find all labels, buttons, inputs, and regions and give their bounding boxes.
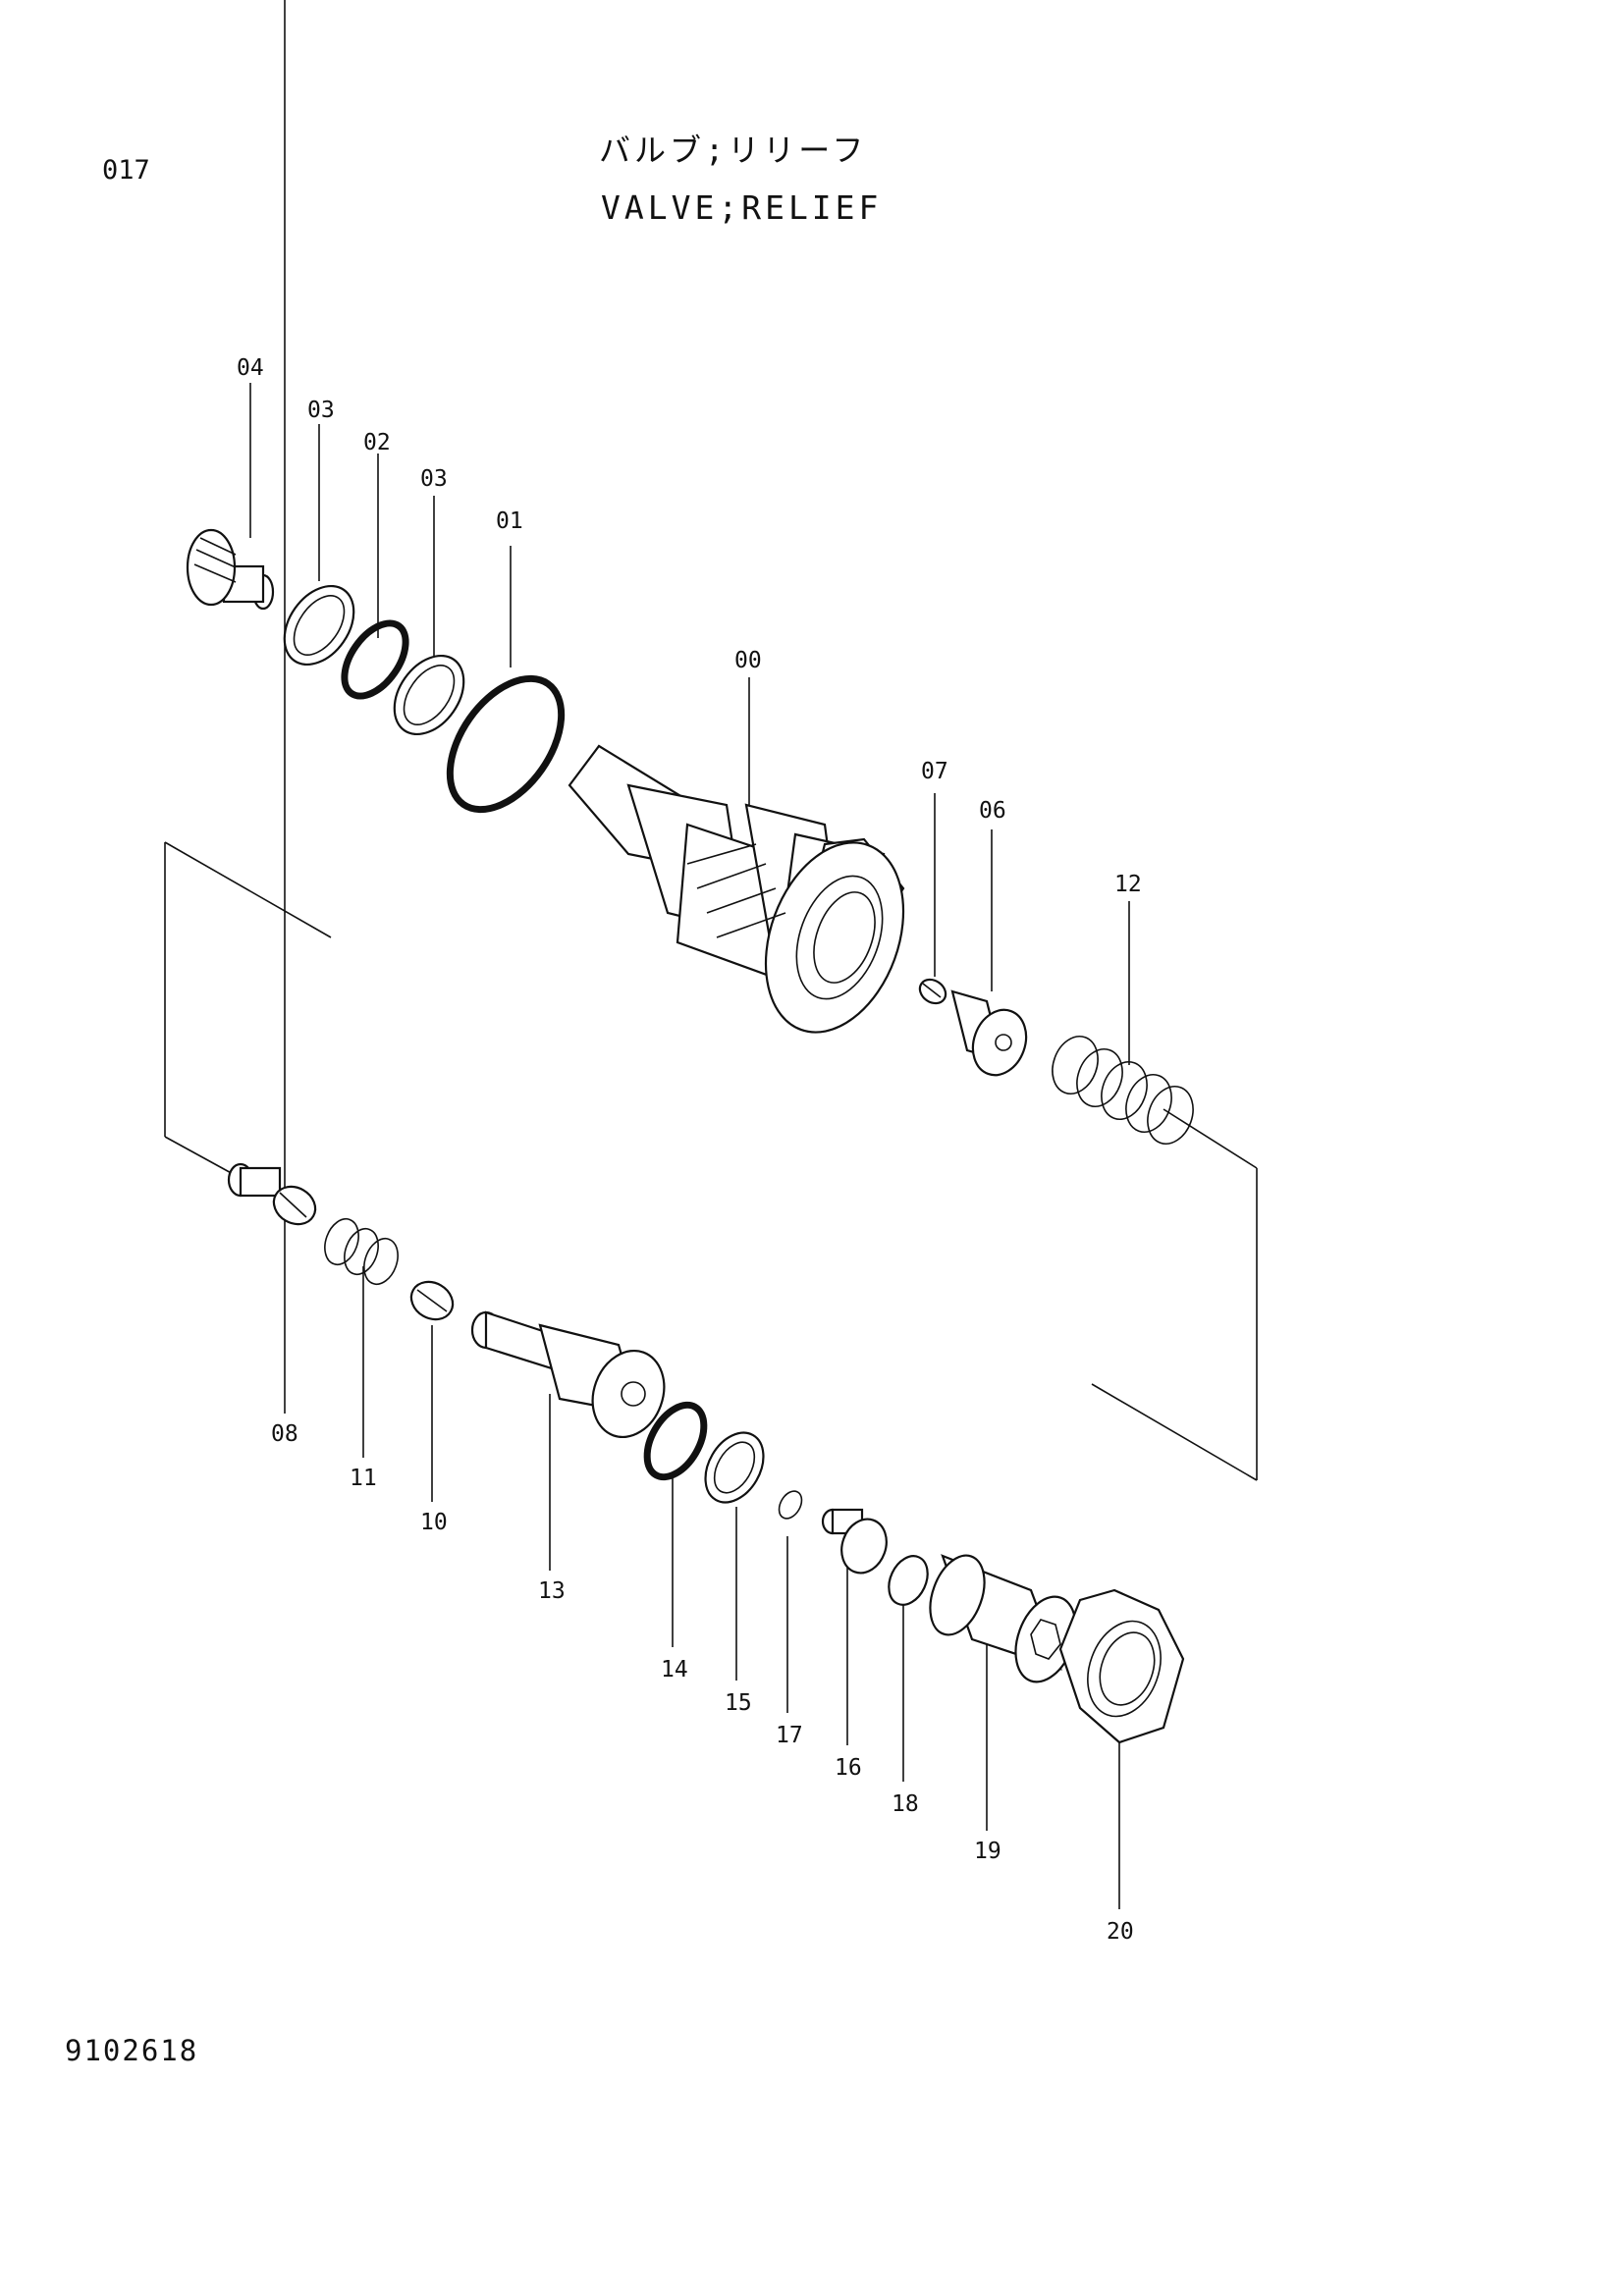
callout-12: 12	[1114, 872, 1142, 897]
callout-20: 20	[1107, 1919, 1134, 1945]
callout-14: 14	[661, 1657, 688, 1682]
part-06-poppet	[950, 989, 1028, 1077]
part-07-pin	[918, 978, 947, 1005]
part-00-valve-body	[568, 744, 905, 1034]
part-02-o-ring	[341, 619, 409, 700]
part-12-spring	[1052, 1036, 1194, 1145]
callout-11: 11	[350, 1466, 377, 1491]
part-11-spring	[324, 1217, 399, 1286]
callout-19: 19	[974, 1839, 1001, 1864]
callout-15: 15	[725, 1690, 752, 1716]
callout-01: 01	[496, 508, 523, 534]
callout-18: 18	[892, 1791, 919, 1817]
drawing-number: 9102618	[65, 2034, 199, 2067]
leader-lines	[249, 0, 1130, 1909]
part-13-piston	[470, 1310, 666, 1439]
part-16-plug	[821, 1508, 888, 1575]
callout-04: 04	[237, 355, 264, 381]
callout-10: 10	[420, 1510, 448, 1535]
part-03-backup-ring-b	[393, 654, 465, 736]
callout-00: 00	[734, 648, 762, 673]
part-08-adjust-screw	[227, 1162, 317, 1226]
callout-03a: 03	[307, 398, 335, 423]
part-20-lock-nut	[1058, 1588, 1185, 1744]
callout-07: 07	[921, 759, 948, 784]
callout-13: 13	[538, 1578, 566, 1604]
part-19-adjuster	[929, 1554, 1077, 1683]
part-15-backup-ring	[704, 1431, 765, 1504]
title-english: VALVE;RELIEF	[601, 188, 883, 227]
page-number: 017	[102, 155, 150, 186]
part-14-o-ring	[643, 1401, 708, 1481]
callout-08: 08	[271, 1421, 298, 1447]
callout-17: 17	[776, 1723, 803, 1748]
callout-06: 06	[979, 798, 1006, 824]
callout-labels: 00 01 02 03 03 04 06 07 08 10 11 12 13 1…	[237, 355, 1142, 1945]
part-17-small-o-ring	[778, 1490, 803, 1520]
part-10-seat	[409, 1280, 455, 1321]
assembly-connection-lines	[164, 841, 1258, 1481]
callout-16: 16	[835, 1755, 862, 1781]
title-japanese: バルブ;リリーフ	[599, 132, 868, 169]
part-03-backup-ring-a	[283, 584, 355, 667]
part-18-ring	[888, 1555, 929, 1606]
part-04-plug	[186, 528, 275, 611]
callout-03b: 03	[420, 466, 448, 492]
callout-02: 02	[363, 430, 391, 455]
part-01-o-ring	[446, 674, 566, 814]
